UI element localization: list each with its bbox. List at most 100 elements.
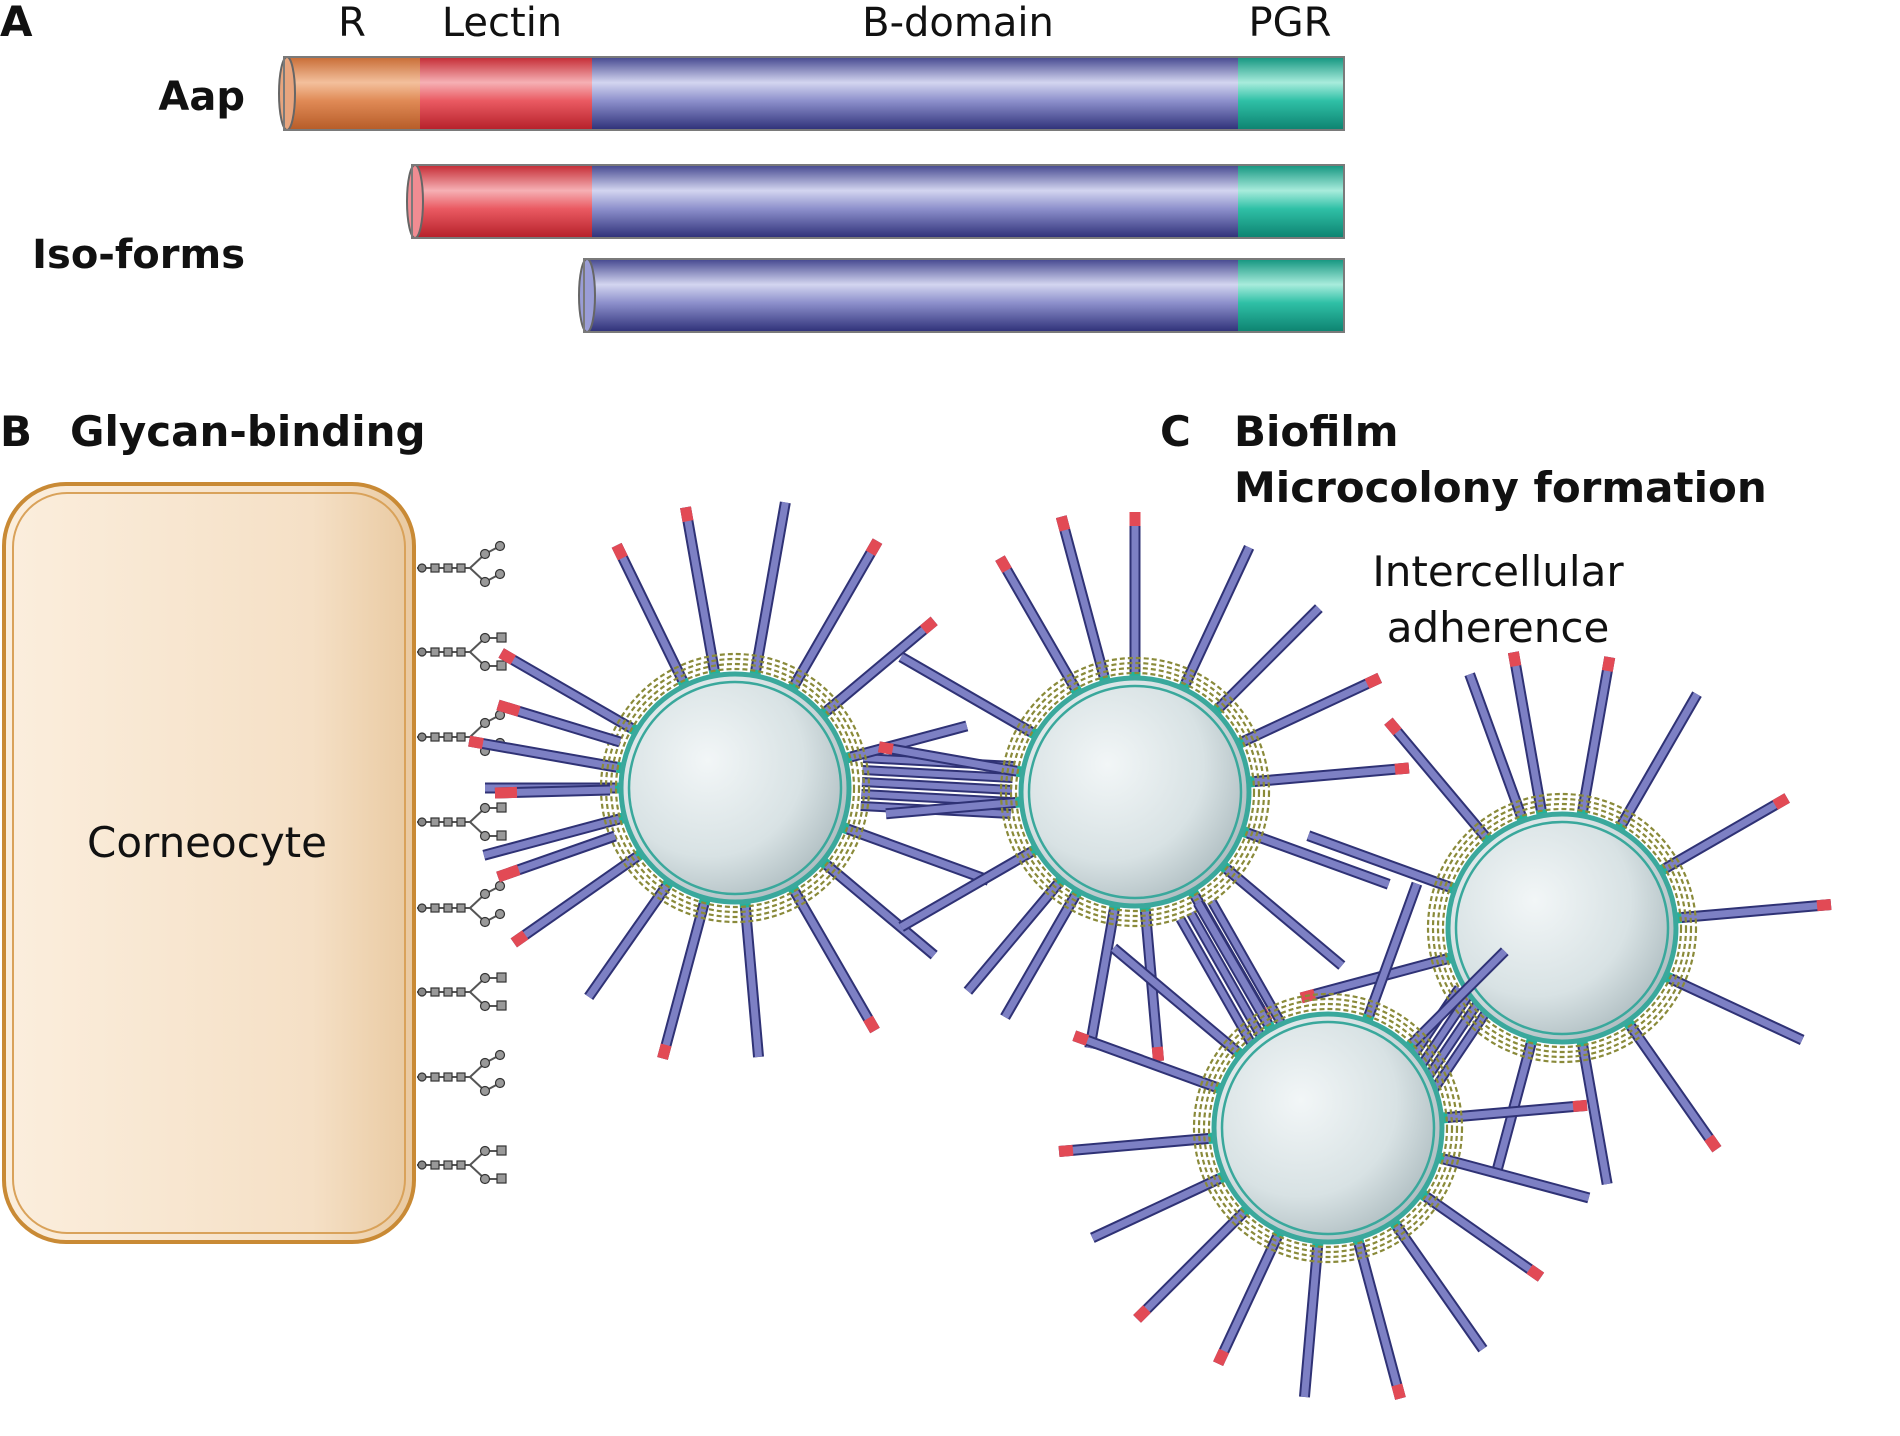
lectin-tip: [1133, 1305, 1151, 1323]
lectin-tip: [498, 648, 517, 665]
isoform-1-bar: [406, 164, 1345, 239]
lectin-tip: [468, 735, 484, 749]
glycan-residue: [456, 987, 466, 997]
r-domain-label: R: [338, 0, 366, 46]
glycan-residue: [479, 888, 491, 900]
pgr-domain: [1238, 165, 1344, 238]
lectin-tip: [1391, 1383, 1406, 1400]
annotation-line1: Intercellular: [1372, 547, 1624, 596]
lectin-tip: [995, 555, 1012, 574]
capsule-ring: [609, 662, 861, 914]
b-domain-label: B-domain: [862, 0, 1054, 46]
r-domain: [284, 57, 420, 130]
aap-pilus: [836, 820, 991, 886]
glycan-residue: [417, 987, 427, 997]
capsule-ring: [999, 656, 1271, 928]
lectin-tip: [680, 506, 694, 523]
glycan-residue: [417, 647, 427, 657]
lectin-tip: [877, 741, 894, 755]
glycan-residue: [430, 817, 440, 827]
aap-pilus: [1671, 898, 1832, 924]
lectin-tip: [865, 538, 883, 557]
glycan-residue: [443, 817, 453, 827]
aap-pilus: [1244, 762, 1410, 788]
b-domain: [592, 57, 1238, 130]
glycan-chain: [417, 880, 506, 928]
cell-membrane: [627, 680, 843, 896]
aap-label: Aap: [158, 74, 245, 120]
glycan-residue: [430, 1160, 440, 1170]
bar-end-cap: [406, 164, 424, 239]
glycan-residue: [496, 972, 507, 983]
bacterium: [468, 501, 991, 1060]
bacterium-body: [1445, 811, 1679, 1045]
aap-pilus: [1414, 1186, 1545, 1282]
bacterium-body: [618, 671, 852, 905]
glycan-residue: [456, 1160, 466, 1170]
glycan-chain: [417, 632, 507, 672]
cell-membrane: [1220, 1020, 1436, 1236]
aap-pilus: [1058, 1132, 1219, 1158]
bacterium: [1299, 651, 1832, 1186]
lectin-tip: [1364, 672, 1383, 689]
glycan-residue: [417, 1160, 427, 1170]
lectin-tip: [1572, 1099, 1588, 1113]
lectin-tip: [1394, 762, 1410, 775]
capsule-ring: [614, 667, 856, 909]
glycan-residue: [443, 1160, 453, 1170]
panel-c: C Biofilm Microcolony formation Intercel…: [1160, 407, 1767, 652]
glycan-residue: [443, 563, 453, 573]
glycan-residue: [443, 1072, 453, 1082]
aap-pilus: [1213, 1225, 1287, 1366]
glycan-chain: [417, 540, 506, 588]
glycan-residue: [494, 908, 506, 920]
glycan-residue: [494, 540, 506, 552]
capsule-ring: [1202, 1002, 1454, 1254]
glycan-residue: [496, 1173, 507, 1184]
lectin-tip: [494, 786, 518, 799]
glycan-residue: [430, 647, 440, 657]
glycan-residue: [494, 1077, 506, 1089]
bacterium: [1058, 881, 1591, 1400]
annotation-line2: adherence: [1387, 603, 1610, 652]
glycan-residue: [456, 563, 466, 573]
glycan-chain: [417, 1145, 507, 1185]
aap-pilus: [1612, 691, 1702, 836]
glycan-residue: [456, 647, 466, 657]
capsule-ring: [1426, 792, 1698, 1064]
bacterium-body: [1018, 675, 1252, 909]
lectin-tip: [1384, 717, 1402, 736]
capsule-ring: [1436, 802, 1688, 1054]
glycan-residue: [494, 1049, 506, 1061]
cell-membrane: [1027, 684, 1243, 900]
glycan-residue: [496, 660, 507, 671]
panel-c-letter: C: [1160, 407, 1191, 456]
glycan-residue: [430, 903, 440, 913]
glycan-residue: [417, 1072, 427, 1082]
glycan-residue: [456, 732, 466, 742]
glycan-residue: [456, 817, 466, 827]
corneocyte: Corneocyte: [2, 482, 416, 1244]
glycan-residue: [443, 647, 453, 657]
lectin-tip: [1601, 656, 1616, 672]
capsule-ring: [1207, 1007, 1449, 1249]
glycan-residue: [430, 987, 440, 997]
lectin-tip: [863, 1015, 880, 1034]
lectin-tip: [657, 1043, 672, 1060]
capsule-ring: [1009, 666, 1261, 918]
glycan-residue: [479, 660, 491, 672]
isoform-2-bar: [578, 258, 1345, 333]
lectin-tip: [611, 542, 628, 561]
glycan-residue: [479, 1145, 491, 1157]
glycan-residue: [456, 903, 466, 913]
glycan-residue: [479, 1085, 491, 1097]
glycan-residue: [417, 903, 427, 913]
panel-a: A R Lectin B-domain PGR Aap Iso-forms: [0, 0, 1345, 333]
capsule-ring: [1441, 807, 1683, 1049]
capsule-ring: [1014, 671, 1256, 913]
glycan-residue: [479, 916, 491, 928]
lectin-tip: [496, 864, 521, 883]
glycan-residue: [479, 972, 491, 984]
panel-c-title-line2: Microcolony formation: [1234, 463, 1767, 512]
